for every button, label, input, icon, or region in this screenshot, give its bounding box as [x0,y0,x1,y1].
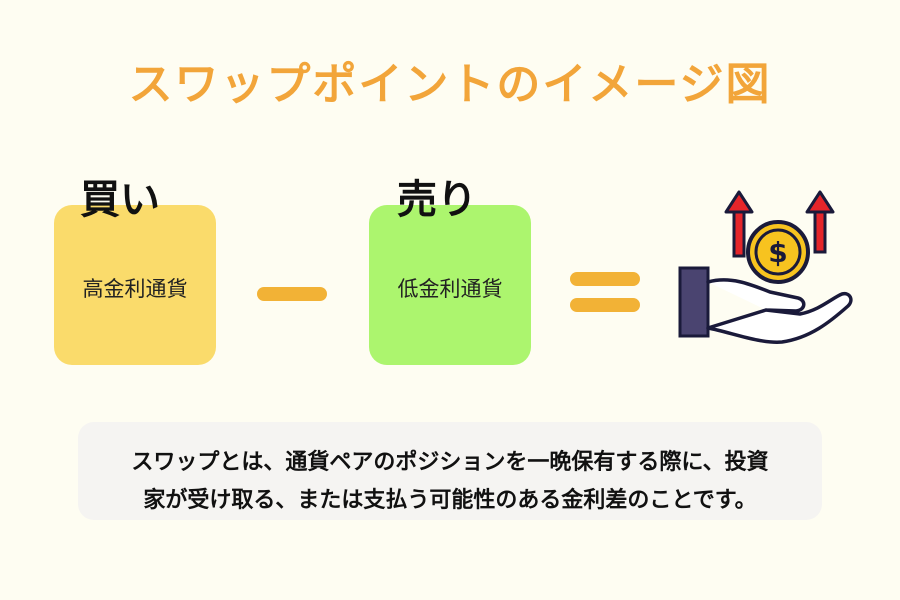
left-up-arrow-icon [724,190,754,258]
equals-sign-bottom [570,298,640,312]
dollar-coin-icon: $ [746,220,810,284]
caption-background [78,422,822,520]
equals-sign-top [570,272,640,286]
sell-currency-label: 低金利通貨 [397,277,503,301]
right-up-arrow-icon [805,190,835,254]
sell-box: 低金利通貨 [369,205,531,365]
buy-currency-label: 高金利通貨 [82,277,188,301]
buy-heading: 買い [80,177,160,223]
sell-heading: 売り [397,177,477,223]
buy-box: 高金利通貨 [54,205,216,365]
caption-text: スワップとは、通貨ペアのポジションを一晩保有する際に、投資 家が受け取る、または… [40,444,860,520]
diagram-title: スワップポイントのイメージ図 [128,59,772,110]
minus-sign [257,287,327,301]
caption-line-1: スワップとは、通貨ペアのポジションを一晩保有する際に、投資 [131,450,769,475]
hand-with-coin-rising-arrows-icon: $ [670,180,860,360]
svg-text:$: $ [768,236,787,269]
caption-line-2: 家が受け取る、または支払う可能性のある金利差のことです。 [143,488,757,513]
